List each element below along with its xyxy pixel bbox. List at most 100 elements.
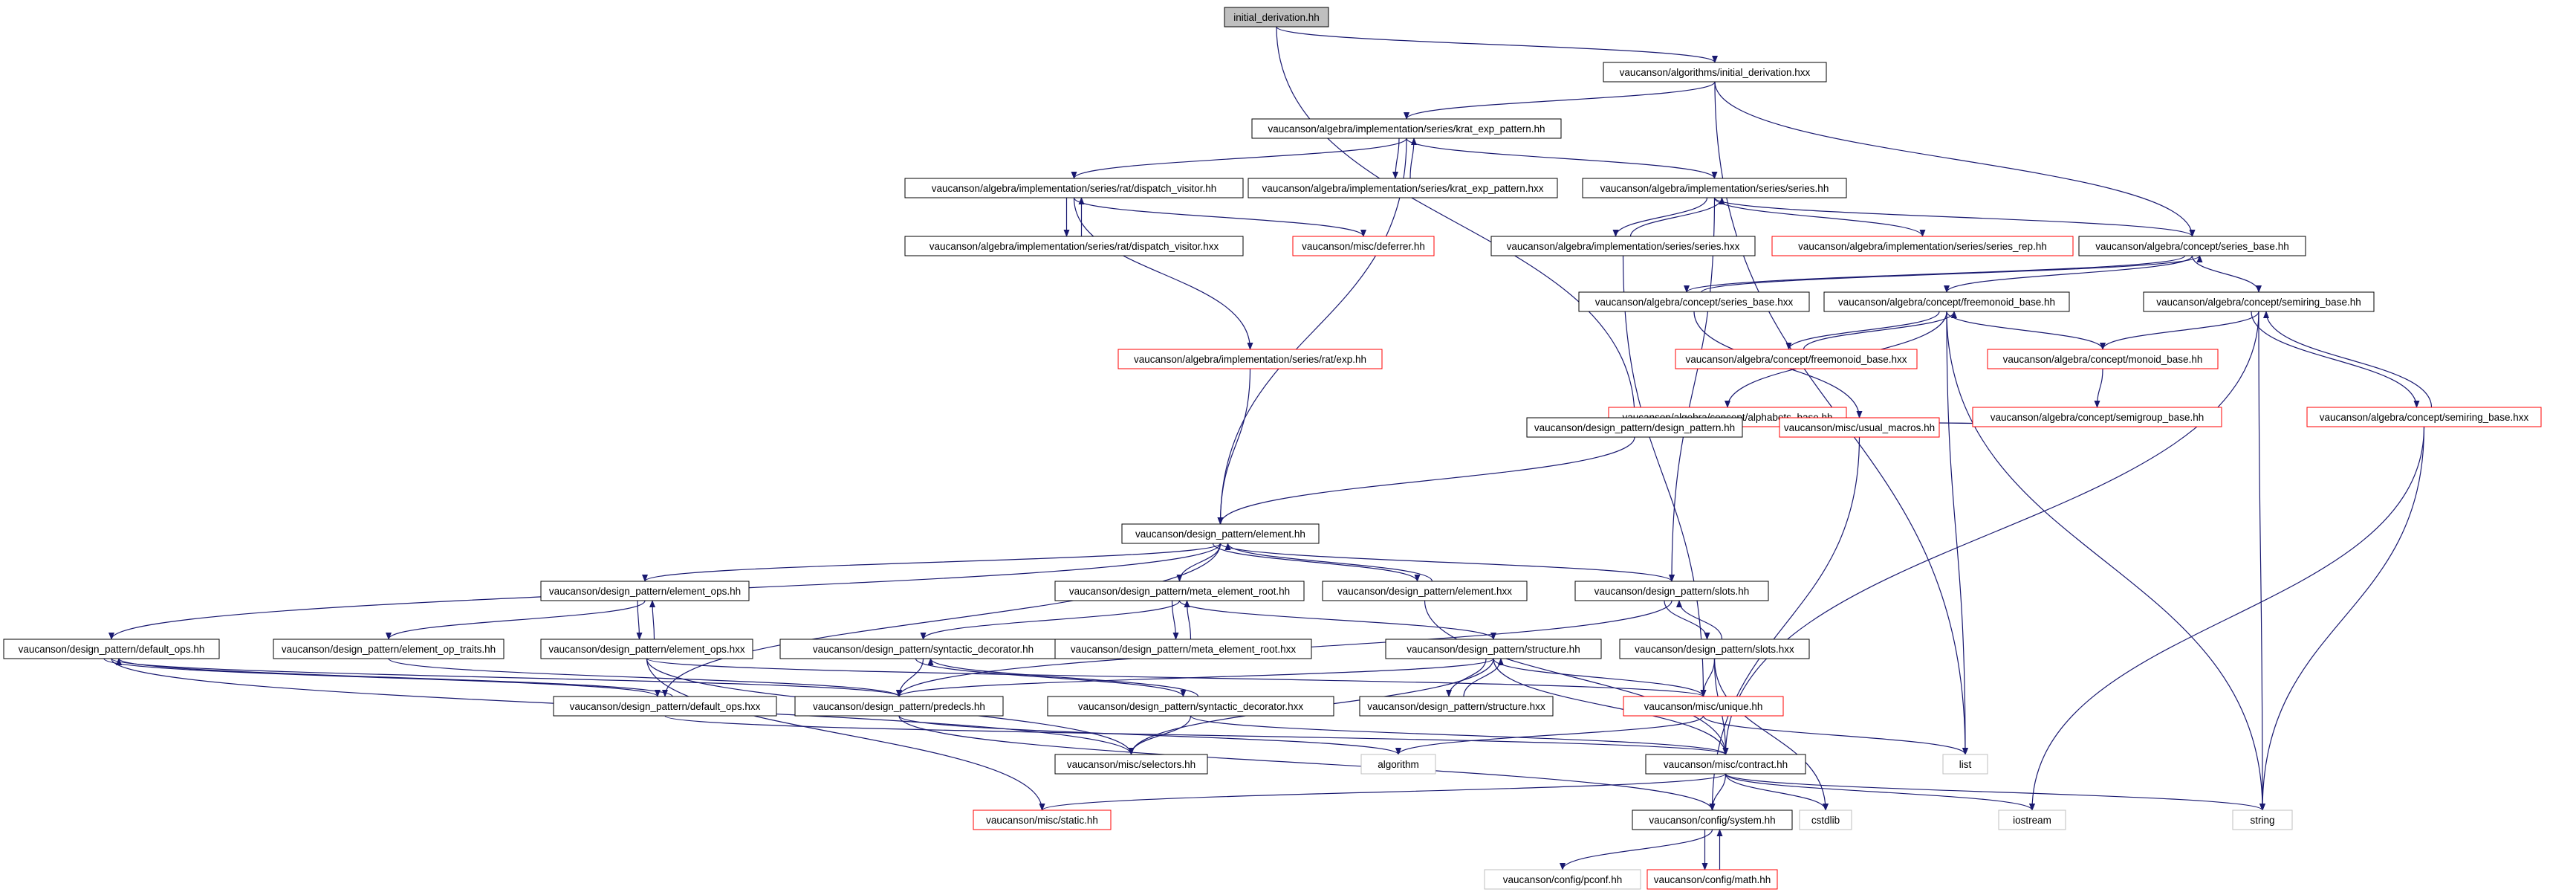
dependency-edge	[1702, 715, 1968, 755]
node-box	[904, 178, 1244, 198]
node-selectors-hh[interactable]: vaucanson/misc/selectors.hh	[1054, 754, 1208, 775]
node-box	[1385, 639, 1602, 659]
node-dispatch-visitor-hxx[interactable]: vaucanson/algebra/implementation/series/…	[904, 236, 1244, 256]
node-series-base-hh[interactable]: vaucanson/algebra/concept/series_base.hh	[2078, 236, 2306, 256]
node-series-hxx[interactable]: vaucanson/algebra/implementation/series/…	[1490, 236, 1756, 256]
node-semigroup-base-hh[interactable]: vaucanson/algebra/concept/semigroup_base…	[1972, 407, 2222, 427]
node-semiring-base-hh[interactable]: vaucanson/algebra/concept/semiring_base.…	[2143, 291, 2375, 312]
node-label: vaucanson/algebra/implementation/series/…	[1507, 241, 1740, 252]
node-box	[2232, 809, 2293, 830]
node-box	[1322, 581, 1528, 601]
node-unique-hh[interactable]: vaucanson/misc/unique.hh	[1623, 696, 1784, 717]
node-algorithms-initial-derivation-hxx[interactable]: vaucanson/algorithms/initial_derivation.…	[1603, 62, 1827, 83]
node-list[interactable]: list	[1942, 754, 1988, 775]
node-cstdlib[interactable]: cstdlib	[1799, 809, 1852, 830]
node-label: vaucanson/config/math.hh	[1654, 874, 1771, 885]
node-syntactic-decorator-hh[interactable]: vaucanson/design_pattern/syntactic_decor…	[779, 639, 1067, 659]
node-math-hh[interactable]: vaucanson/config/math.hh	[1647, 869, 1778, 890]
node-syntactic-decorator-hxx[interactable]: vaucanson/design_pattern/syntactic_decor…	[1047, 696, 1334, 717]
node-label: vaucanson/design_pattern/design_pattern.…	[1534, 422, 1735, 433]
node-algorithm[interactable]: algorithm	[1360, 754, 1436, 775]
node-exp-hh[interactable]: vaucanson/algebra/implementation/series/…	[1117, 349, 1383, 369]
node-box	[1054, 754, 1208, 775]
node-box	[1117, 349, 1383, 369]
node-string[interactable]: string	[2232, 809, 2293, 830]
dependency-edge	[898, 715, 1716, 811]
node-box	[1251, 118, 1562, 139]
node-box	[1526, 417, 1743, 438]
node-box	[2143, 291, 2375, 312]
dependency-edge	[927, 658, 1199, 697]
dependency-edge	[1224, 543, 1433, 582]
node-label: vaucanson/design_pattern/syntactic_decor…	[1078, 701, 1303, 712]
node-label: string	[2250, 815, 2274, 826]
node-box	[1582, 178, 1847, 198]
node-label: vaucanson/algebra/concept/freemonoid_bas…	[1686, 354, 1907, 365]
node-usual-macros-hh[interactable]: vaucanson/misc/usual_macros.hh	[1779, 417, 1940, 438]
node-element-op-traits-hh[interactable]: vaucanson/design_pattern/element_op_trai…	[273, 639, 505, 659]
node-semiring-base-hxx[interactable]: vaucanson/algebra/concept/semiring_base.…	[2306, 407, 2542, 427]
node-slots-hxx[interactable]: vaucanson/design_pattern/slots.hxx	[1619, 639, 1810, 659]
dependency-edge	[1725, 773, 2265, 811]
node-box	[1823, 291, 2070, 312]
dependency-edge	[388, 658, 902, 697]
node-initial-derivation-hh[interactable]: initial_derivation.hh	[1224, 7, 1329, 28]
dependency-edge	[1785, 311, 1940, 350]
node-label: vaucanson/design_pattern/predecls.hh	[813, 701, 985, 712]
dependency-edge	[2029, 426, 2425, 811]
dependency-edge	[1803, 311, 1957, 350]
file-nodes: initial_derivation.hh vaucanson/algorithm…	[3, 7, 2542, 890]
dependency-edge	[1612, 197, 1708, 237]
node-series-base-hxx[interactable]: vaucanson/algebra/concept/series_base.hx…	[1578, 291, 1810, 312]
node-box	[3, 639, 220, 659]
node-structure-hxx[interactable]: vaucanson/design_pattern/structure.hxx	[1359, 696, 1554, 717]
dependency-edge	[386, 600, 646, 640]
node-label: vaucanson/misc/deferrer.hh	[1302, 241, 1425, 252]
node-contract-hh[interactable]: vaucanson/misc/contract.hh	[1645, 754, 1806, 775]
node-default-ops-hh[interactable]: vaucanson/design_pattern/default_ops.hh	[3, 639, 220, 659]
node-box	[1359, 696, 1554, 717]
node-element-hxx[interactable]: vaucanson/design_pattern/element.hxx	[1322, 581, 1528, 601]
node-krat-exp-pattern-hh[interactable]: vaucanson/algebra/implementation/series/…	[1251, 118, 1562, 139]
node-default-ops-hxx[interactable]: vaucanson/design_pattern/default_ops.hxx	[553, 696, 777, 717]
node-label: vaucanson/design_pattern/structure.hh	[1407, 644, 1580, 655]
node-label: vaucanson/misc/usual_macros.hh	[1784, 422, 1935, 433]
dependency-edge	[103, 658, 661, 697]
node-label: initial_derivation.hh	[1233, 12, 1320, 23]
node-deferrer-hh[interactable]: vaucanson/misc/deferrer.hh	[1292, 236, 1435, 256]
node-krat-exp-pattern-hxx[interactable]: vaucanson/algebra/implementation/series/…	[1248, 178, 1558, 198]
node-box	[1987, 349, 2219, 369]
node-meta-element-root-hh[interactable]: vaucanson/design_pattern/meta_element_ro…	[1054, 581, 1305, 601]
node-box	[1121, 523, 1320, 544]
node-monoid-base-hh[interactable]: vaucanson/algebra/concept/monoid_base.hh	[1987, 349, 2219, 369]
node-label: vaucanson/design_pattern/meta_element_ro…	[1071, 644, 1296, 655]
node-label: vaucanson/algorithms/initial_derivation.…	[1620, 67, 1811, 78]
node-structure-hh[interactable]: vaucanson/design_pattern/structure.hh	[1385, 639, 1602, 659]
node-slots-hh[interactable]: vaucanson/design_pattern/slots.hh	[1574, 581, 1769, 601]
node-element-ops-hxx[interactable]: vaucanson/design_pattern/element_ops.hxx	[540, 639, 753, 659]
node-series-rep-hh[interactable]: vaucanson/algebra/implementation/series/…	[1771, 236, 2074, 256]
node-freemonoid-base-hh[interactable]: vaucanson/algebra/concept/freemonoid_bas…	[1823, 291, 2070, 312]
node-freemonoid-base-hxx[interactable]: vaucanson/algebra/concept/freemonoid_bas…	[1675, 349, 1918, 369]
node-design-pattern-hh[interactable]: vaucanson/design_pattern/design_pattern.…	[1526, 417, 1743, 438]
node-box	[1054, 581, 1305, 601]
node-element-ops-hh[interactable]: vaucanson/design_pattern/element_ops.hh	[540, 581, 750, 601]
node-dispatch-visitor-hh[interactable]: vaucanson/algebra/implementation/series/…	[904, 178, 1244, 198]
node-meta-element-root-hxx[interactable]: vaucanson/design_pattern/meta_element_ro…	[1054, 639, 1312, 659]
node-label: vaucanson/algebra/implementation/series/…	[1268, 123, 1545, 135]
node-system-hh[interactable]: vaucanson/config/system.hh	[1632, 809, 1793, 830]
node-series-hh[interactable]: vaucanson/algebra/implementation/series/…	[1582, 178, 1847, 198]
node-label: vaucanson/design_pattern/slots.hh	[1594, 586, 1750, 597]
node-pconf-hh[interactable]: vaucanson/config/pconf.hh	[1484, 869, 1641, 890]
node-element-hh[interactable]: vaucanson/design_pattern/element.hh	[1121, 523, 1320, 544]
dependency-edge	[662, 543, 1222, 697]
dependency-edge	[1219, 543, 1675, 582]
node-box	[1799, 809, 1852, 830]
node-label: vaucanson/algebra/implementation/series/…	[1600, 183, 1829, 194]
node-static-hh[interactable]: vaucanson/misc/static.hh	[973, 809, 1112, 830]
node-box	[1224, 7, 1329, 28]
node-predecls-hh[interactable]: vaucanson/design_pattern/predecls.hh	[794, 696, 1004, 717]
dependency-edge	[1171, 600, 1179, 640]
node-iostream[interactable]: iostream	[1998, 809, 2066, 830]
node-label: vaucanson/design_pattern/structure.hxx	[1367, 701, 1545, 712]
